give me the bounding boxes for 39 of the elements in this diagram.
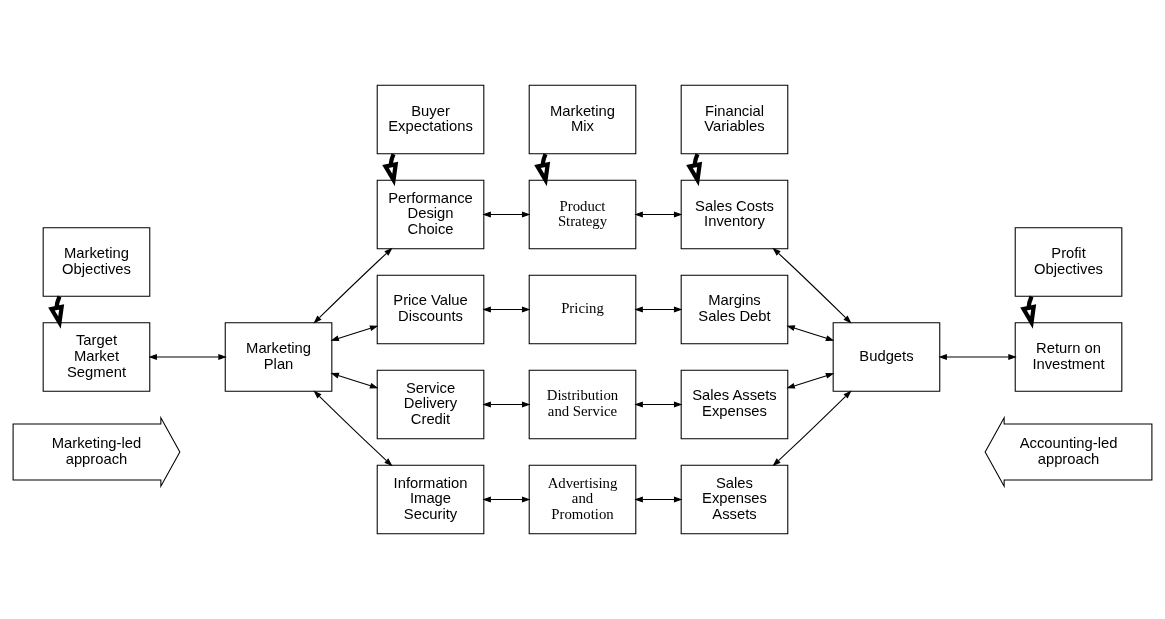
arrow: [482, 496, 531, 503]
arrow: [330, 325, 379, 342]
arrow: [786, 372, 835, 389]
arrow: [148, 354, 227, 360]
node-box: Financial Variables: [680, 84, 789, 155]
node-box: Budgets: [832, 322, 941, 392]
node-box: Sales Costs Inventory: [680, 179, 789, 250]
node-box: Performance Design Choice: [376, 179, 485, 250]
arrow: [313, 390, 393, 467]
node-box: Target Market Segment: [42, 322, 151, 392]
node-box: Information Image Security: [376, 464, 485, 535]
arrow: [482, 306, 531, 313]
node-box: Product Strategy: [528, 179, 637, 250]
arrow: [634, 401, 683, 408]
node-box: Sales Assets Expenses: [680, 369, 789, 440]
arrow: [634, 211, 683, 218]
node-box: Return on Investment: [1014, 322, 1123, 392]
arrow: [313, 247, 393, 324]
node-box: Service Delivery Credit: [376, 369, 485, 440]
node-box: Price Value Discounts: [376, 274, 485, 345]
node-box: Sales Expenses Assets: [680, 464, 789, 535]
arrow: [482, 211, 531, 218]
node-box: Distribution and Service: [528, 369, 637, 440]
arrow: [634, 306, 683, 313]
node-box: Pricing: [528, 274, 637, 345]
arrow: [482, 401, 531, 408]
node-box: Marketing Objectives: [42, 227, 151, 297]
node-box: Marketing Plan: [224, 322, 333, 392]
node-box: Margins Sales Debt: [680, 274, 789, 345]
node-box: Advertising and Promotion: [528, 464, 637, 535]
arrow: [330, 372, 379, 389]
arrow: [772, 390, 852, 467]
node-box: Buyer Expectations: [376, 84, 485, 155]
arrow: [634, 496, 683, 503]
arrow: [772, 247, 852, 324]
node-box: Profit Objectives: [1014, 227, 1123, 297]
arrow: [786, 325, 835, 342]
arrow: [938, 354, 1017, 360]
node-box: Marketing Mix: [528, 84, 637, 155]
